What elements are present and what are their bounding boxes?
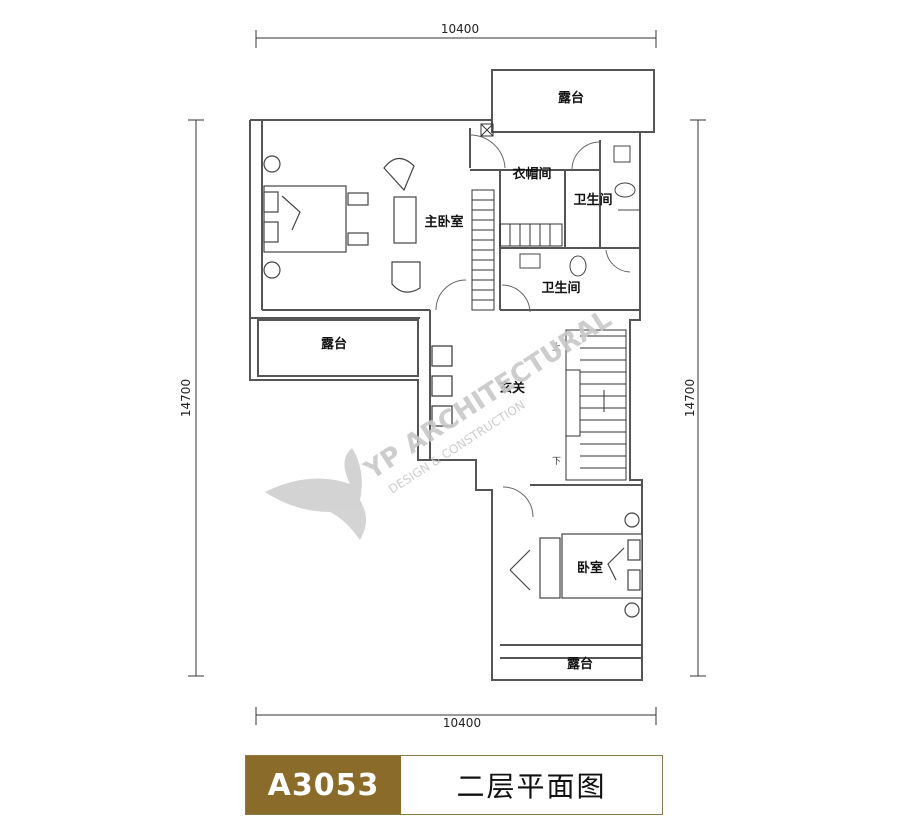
room-terrace-left: 露台 xyxy=(321,336,347,352)
room-bath-1: 卫生间 xyxy=(573,192,612,208)
closet-shelves xyxy=(471,123,563,311)
watermark-logo-icon xyxy=(265,448,366,540)
stair-down-label: 下 xyxy=(552,457,561,467)
room-bedroom: 卧室 xyxy=(577,560,603,576)
bath-fixtures xyxy=(519,145,640,277)
plan-title: 二层平面图 xyxy=(456,770,607,803)
stair-up-label: 上 xyxy=(552,342,561,353)
watermark-brand: YP ARCHITECTURAL xyxy=(359,304,617,486)
door-swings xyxy=(435,134,631,518)
dim-bottom: 10400 xyxy=(443,716,481,730)
dim-top: 10400 xyxy=(441,22,479,36)
watermark: YP ARCHITECTURAL DESIGN & CONSTRUCTION xyxy=(265,304,617,540)
plan-code: A3053 xyxy=(246,756,401,814)
dim-right: 14700 xyxy=(683,379,697,417)
foyer-seating xyxy=(431,345,453,427)
dimension-lines xyxy=(188,30,706,725)
room-cloakroom: 衣帽间 xyxy=(512,166,551,182)
master-bed xyxy=(263,155,421,293)
dim-left: 14700 xyxy=(179,379,193,417)
room-terrace-top: 露台 xyxy=(558,90,584,106)
title-block: A3053 二层平面图 xyxy=(245,755,663,815)
staircase xyxy=(565,329,627,481)
bedroom-bed xyxy=(509,512,643,618)
room-foyer: 玄关 xyxy=(499,380,525,396)
room-bath-2: 卫生间 xyxy=(541,280,580,296)
room-terrace-bottom: 露台 xyxy=(567,656,593,672)
room-master-bedroom: 主卧室 xyxy=(424,214,463,230)
